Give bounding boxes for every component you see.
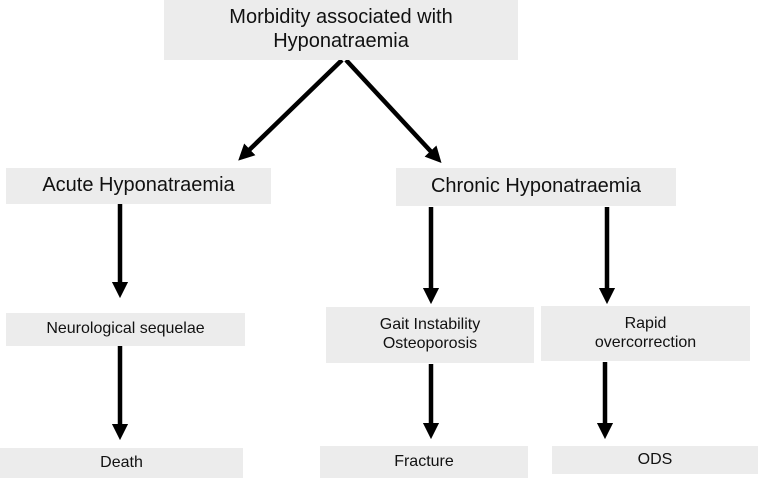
neurological-sequelae-label: Neurological sequelae — [46, 320, 205, 338]
root-node-line-1: Morbidity associated with — [229, 6, 453, 29]
root-node-line-2: Hyponatraemia — [273, 30, 409, 52]
gait-instability-node: Gait Instability Osteoporosis — [326, 307, 534, 363]
chronic-hyponatraemia-node: Chronic Hyponatraemia — [396, 168, 676, 206]
root-node: Morbidity associated with Hyponatraemia — [164, 0, 518, 60]
rapid-overcorrection-line-2: overcorrection — [594, 333, 697, 351]
acute-hyponatraemia-node: Acute Hyponatraemia — [6, 168, 271, 204]
acute-hyponatraemia-label: Acute Hyponatraemia — [42, 174, 235, 197]
fracture-node: Fracture — [320, 446, 528, 478]
arrow-root-to-acute — [238, 58, 344, 161]
rapid-overcorrection-line-1: Rapid — [624, 314, 667, 332]
death-node: Death — [0, 448, 243, 478]
death-label: Death — [100, 453, 143, 471]
arrow-root-to-chronic — [344, 58, 442, 163]
fracture-label: Fracture — [394, 452, 454, 470]
chronic-hyponatraemia-label: Chronic Hyponatraemia — [430, 175, 642, 198]
neurological-sequelae-node: Neurological sequelae — [6, 313, 245, 346]
ods-node: ODS — [552, 446, 758, 474]
rapid-overcorrection-node: Rapid overcorrection — [541, 306, 750, 361]
gait-instability-line-2: Osteoporosis — [382, 335, 478, 352]
ods-label: ODS — [637, 450, 673, 468]
gait-instability-line-1: Gait Instability — [379, 316, 481, 334]
